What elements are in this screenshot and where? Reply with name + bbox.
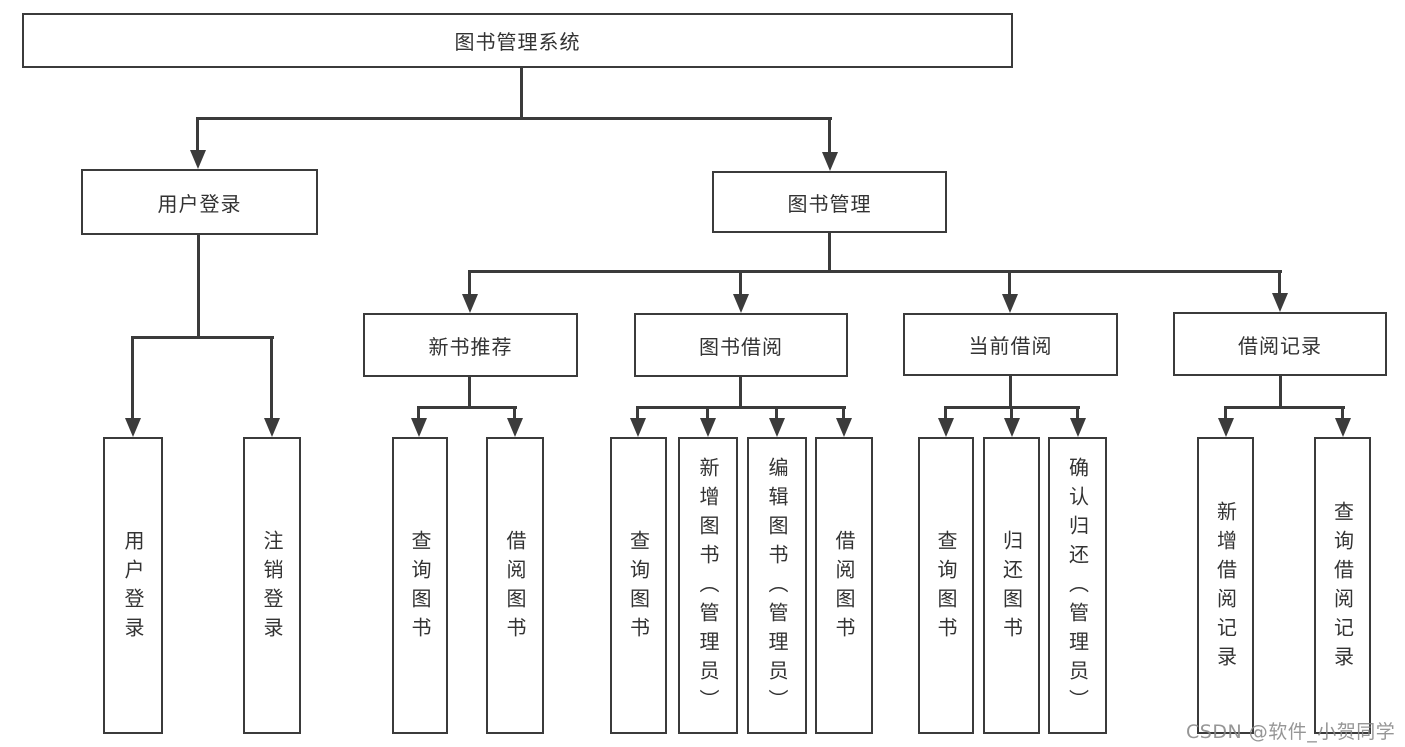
arrow-to-confirm-return	[1069, 406, 1086, 437]
arrow-to-query-borrow-record	[1334, 406, 1351, 437]
connector-current-borrowing-trunk	[1009, 376, 1012, 406]
node-query-books-2: 查询图书	[610, 437, 667, 734]
node-return-books: 归还图书	[983, 437, 1040, 734]
arrow-to-add-books	[699, 406, 716, 437]
connector-book-management-split	[468, 270, 1282, 273]
connector-book-borrowing-trunk	[739, 377, 742, 406]
connector-user-login-split	[131, 336, 274, 339]
node-book-management: 图书管理	[712, 171, 947, 233]
node-edit-books-admin: 编辑图书（管理员）	[747, 437, 807, 734]
connector-user-login-trunk	[197, 235, 200, 336]
node-borrow-books-2: 借阅图书	[815, 437, 873, 734]
arrow-to-borrow-books-1	[506, 406, 523, 437]
node-confirm-return-admin: 确认归还（管理员）	[1048, 437, 1107, 734]
node-borrowing-records: 借阅记录	[1173, 312, 1387, 376]
node-library-system: 图书管理系统	[22, 13, 1013, 68]
node-add-borrow-record: 新增借阅记录	[1197, 437, 1254, 734]
csdn-watermark: CSDN @软件_小贺同学	[1186, 721, 1396, 743]
arrow-to-current-borrowing	[1001, 270, 1018, 313]
arrow-to-edit-books	[768, 406, 785, 437]
arrow-to-user-login	[189, 117, 206, 169]
node-logout: 注销登录	[243, 437, 301, 734]
connector-root-split	[196, 117, 832, 120]
node-user-login: 用户登录	[81, 169, 318, 235]
arrow-to-return-books	[1003, 406, 1020, 437]
node-query-borrow-record: 查询借阅记录	[1314, 437, 1371, 734]
connector-root-trunk	[520, 68, 523, 117]
arrow-to-query-books-2	[629, 406, 646, 437]
arrow-to-query-books-3	[937, 406, 954, 437]
node-new-book-recommend: 新书推荐	[363, 313, 578, 377]
node-user-login-leaf: 用户登录	[103, 437, 163, 734]
arrow-to-logout	[263, 336, 280, 437]
node-current-borrowing: 当前借阅	[903, 313, 1118, 376]
connector-new-book-trunk	[468, 377, 471, 406]
arrow-to-book-management	[821, 117, 838, 171]
connector-new-book-split	[417, 406, 517, 409]
connector-borrowing-records-split	[1224, 406, 1345, 409]
connector-borrowing-records-trunk	[1279, 376, 1282, 406]
connector-book-management-trunk	[828, 233, 831, 270]
arrow-to-query-books-1	[410, 406, 427, 437]
node-query-books-1: 查询图书	[392, 437, 448, 734]
arrow-to-user-login-leaf	[124, 336, 141, 437]
node-query-books-3: 查询图书	[918, 437, 974, 734]
node-book-borrowing: 图书借阅	[634, 313, 848, 377]
connector-book-borrowing-split	[636, 406, 846, 409]
arrow-to-new-book-recommend	[461, 270, 478, 313]
arrow-to-borrow-books-2	[835, 406, 852, 437]
arrow-to-add-borrow-record	[1217, 406, 1234, 437]
node-borrow-books-1: 借阅图书	[486, 437, 544, 734]
arrow-to-borrowing-records	[1271, 270, 1288, 312]
arrow-to-book-borrowing	[732, 270, 749, 313]
node-add-books-admin: 新增图书（管理员）	[678, 437, 738, 734]
